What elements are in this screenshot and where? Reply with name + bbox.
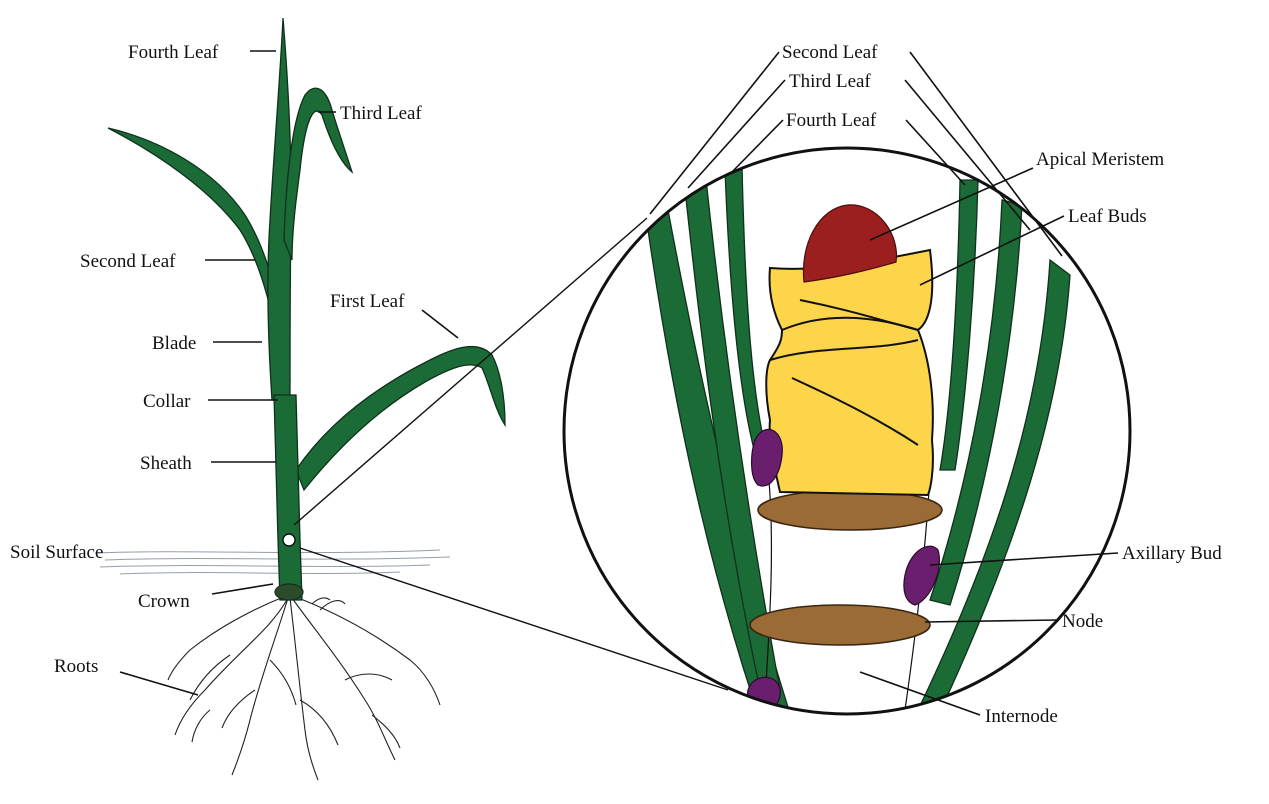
label-detail-fourth-leaf: Fourth Leaf [786, 110, 877, 131]
label-crown: Crown [138, 591, 190, 612]
label-second-leaf: Second Leaf [80, 251, 176, 272]
soil-surface-texture [95, 550, 450, 574]
label-blade: Blade [152, 333, 196, 354]
plant-labels: Fourth Leaf Third Leaf Second Leaf First… [10, 42, 422, 677]
label-sheath: Sheath [140, 453, 192, 474]
label-axillary-bud: Axillary Bud [1122, 543, 1222, 564]
label-third-leaf: Third Leaf [340, 103, 422, 124]
label-internode: Internode [985, 706, 1058, 727]
label-fourth-leaf: Fourth Leaf [128, 42, 219, 63]
label-leaf-buds: Leaf Buds [1068, 206, 1147, 227]
stem-sheath-shape [274, 395, 302, 600]
label-roots: Roots [54, 656, 98, 677]
label-detail-second-leaf: Second Leaf [782, 42, 878, 63]
zoom-origin-point [283, 534, 295, 546]
roots-illustration [168, 596, 440, 780]
label-node: Node [1062, 611, 1103, 632]
node-shape [750, 605, 930, 645]
label-first-leaf: First Leaf [330, 291, 405, 312]
label-collar: Collar [143, 391, 191, 412]
label-soil-surface: Soil Surface [10, 542, 103, 563]
seedling-plant [108, 18, 505, 600]
label-apical-meristem: Apical Meristem [1036, 149, 1164, 170]
label-detail-third-leaf: Third Leaf [789, 71, 871, 92]
axillary-bud-shape-lower [748, 677, 781, 712]
leaf-buds-shape [766, 250, 933, 495]
crown-shape [275, 584, 303, 600]
